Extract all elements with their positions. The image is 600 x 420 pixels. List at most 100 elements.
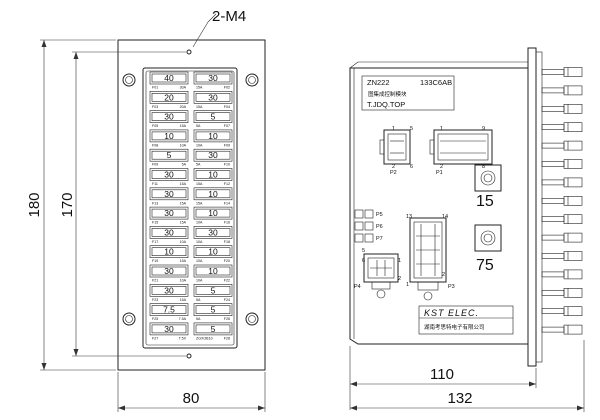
terminal-pin bbox=[541, 85, 583, 96]
fuse-label: F11 bbox=[152, 182, 158, 186]
dim-width-front: 80 bbox=[117, 372, 266, 412]
terminal-pin bbox=[541, 269, 583, 280]
svg-text:P5: P5 bbox=[376, 212, 383, 218]
fuse-value: 5 bbox=[211, 112, 216, 122]
terminal-pin bbox=[541, 214, 583, 224]
terminal-pin bbox=[541, 287, 583, 298]
fuse-label: 7.5A bbox=[179, 317, 187, 321]
title-cn-text: 图集成控制模块 bbox=[368, 90, 407, 98]
model-text: ZN222 bbox=[367, 78, 390, 87]
fuse-label: F28 bbox=[224, 336, 230, 340]
fuse-label: 5A bbox=[196, 298, 201, 302]
svg-text:1: 1 bbox=[406, 282, 409, 288]
fuse-label: F03 bbox=[152, 105, 158, 109]
screw-top-left bbox=[122, 73, 136, 87]
relay-15: 15 bbox=[474, 164, 502, 210]
fuse-label: 15A bbox=[196, 182, 203, 186]
fuse-label: F07 bbox=[224, 124, 230, 128]
dim-depth-body-text: 110 bbox=[430, 366, 454, 383]
product-label: ZN222 133C6AB 图集成控制模块 T.JDQ.TOP bbox=[361, 75, 455, 111]
side-mounting-plate bbox=[527, 47, 537, 367]
fuse-label: F19 bbox=[152, 259, 158, 263]
fuse-value: 10 bbox=[164, 131, 174, 141]
svg-text:P6: P6 bbox=[376, 224, 383, 230]
terminal-pin bbox=[541, 232, 583, 243]
fuse-value: 10 bbox=[208, 208, 218, 218]
fuse-label: F18 bbox=[224, 240, 230, 244]
fuse-label: F22 bbox=[224, 279, 230, 283]
fuse-value: 10 bbox=[208, 189, 218, 199]
fuse-label: 10A bbox=[180, 240, 187, 244]
fuse-label: F16 bbox=[224, 221, 230, 225]
fuse-label: F24 bbox=[224, 298, 230, 302]
fuse-value: 30 bbox=[208, 73, 218, 83]
fuse-label: F23 bbox=[152, 298, 158, 302]
part-text: T.JDQ.TOP bbox=[367, 100, 405, 109]
fuse-value: 10 bbox=[208, 266, 218, 276]
fuse-label: 15A bbox=[180, 124, 187, 128]
brand-text: KST ELEC. bbox=[424, 308, 479, 318]
fuse-label: F15 bbox=[152, 221, 158, 225]
fuse-label: 5A bbox=[182, 163, 187, 167]
fuse-label: F04 bbox=[224, 105, 230, 109]
relay-75: 75 bbox=[474, 224, 502, 274]
fuse-value: 10 bbox=[208, 170, 218, 180]
svg-text:1: 1 bbox=[440, 126, 443, 132]
terminal-pin bbox=[541, 104, 583, 114]
fuse-value: 20 bbox=[164, 92, 174, 102]
fuse-label: 15A bbox=[180, 182, 187, 186]
dim-depth-total-text: 132 bbox=[447, 390, 472, 407]
fuse-label: 10A bbox=[196, 240, 203, 244]
svg-text:13: 13 bbox=[406, 214, 412, 220]
fuse-value: 7.5 bbox=[163, 305, 175, 315]
fuse-right-3: 5 5A F07 bbox=[193, 110, 233, 128]
relay-75-text: 75 bbox=[476, 257, 494, 274]
fuse-value: 30 bbox=[164, 112, 174, 122]
fuse-panel-outline bbox=[142, 67, 238, 349]
fuse-value: 10 bbox=[164, 247, 174, 257]
side-body-outline bbox=[349, 67, 529, 345]
fuse-value: 40 bbox=[164, 73, 174, 83]
fuse-label: 10A bbox=[196, 259, 203, 263]
hole-callout: 2-M4 bbox=[192, 8, 246, 48]
fuse-value: 30 bbox=[164, 208, 174, 218]
fuse-value: 5 bbox=[211, 324, 216, 334]
svg-text:2: 2 bbox=[392, 164, 395, 170]
terminal-pin bbox=[541, 159, 583, 169]
svg-text:6: 6 bbox=[362, 258, 365, 264]
fuse-label: F02 bbox=[224, 86, 230, 90]
mounting-hole-top bbox=[186, 49, 192, 55]
fuse-value: 30 bbox=[208, 150, 218, 160]
fuse-label: 5A bbox=[196, 124, 201, 128]
fuse-value: 30 bbox=[164, 189, 174, 199]
fuse-right-9: 30 10A F18 bbox=[193, 226, 233, 244]
connector-p4: 5 6 1 2 P4 bbox=[354, 248, 401, 299]
connector-p1: 1 9 2 8 P1 bbox=[429, 126, 493, 176]
fuse-label: F13 bbox=[152, 201, 158, 205]
fuse-label: 5A bbox=[196, 163, 201, 167]
fuse-label: F08 bbox=[152, 143, 158, 147]
fuse-label: 15A bbox=[196, 105, 203, 109]
fuse-value: 30 bbox=[208, 227, 218, 237]
svg-text:2: 2 bbox=[440, 164, 443, 170]
connector-p3: 13 14 1 2 P3 bbox=[406, 214, 455, 301]
dim-depth-total: 132 bbox=[350, 340, 585, 412]
fuse-label: 15A bbox=[180, 259, 187, 263]
fuse-label: 15A bbox=[196, 86, 203, 90]
fuse-label: F17 bbox=[152, 240, 158, 244]
fuse-value: 30 bbox=[164, 170, 174, 180]
